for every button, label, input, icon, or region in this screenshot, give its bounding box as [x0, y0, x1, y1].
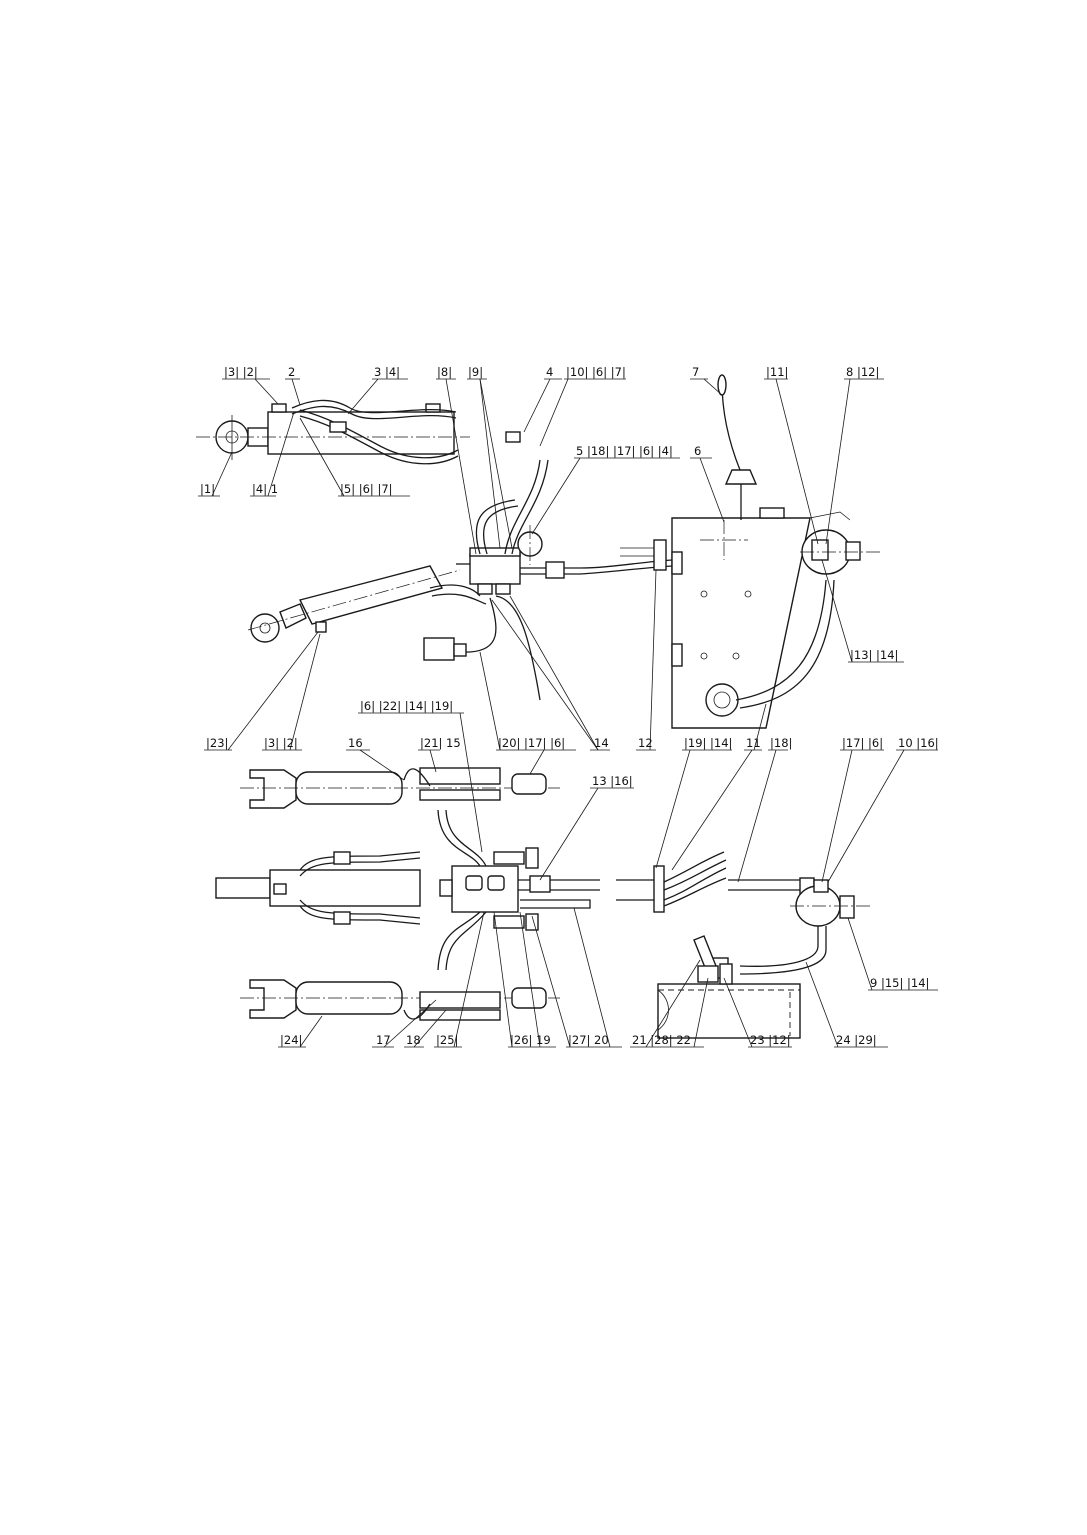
- top-view-assembly: [215, 767, 600, 1021]
- callout-label: 7: [692, 365, 699, 379]
- callout-labels: |3| |2| 2 3 |4| |8| |9| 4 |10| |6| |7| 7…: [200, 365, 939, 1047]
- callout-label: |8|: [437, 365, 452, 379]
- callout-label: |4| 1: [252, 482, 278, 496]
- lower-cylinder: [247, 565, 541, 701]
- callout-label: 21 |28| 22: [632, 1033, 691, 1047]
- callout-label: |9|: [468, 365, 483, 379]
- callout-label: 6: [694, 444, 701, 458]
- upper-cylinder: [196, 399, 521, 465]
- callout-label: |3| |2|: [264, 736, 298, 750]
- callout-label: |1|: [200, 482, 215, 496]
- callout-label: 9 |15| |14|: [870, 976, 929, 990]
- callout-label: 17: [376, 1033, 391, 1047]
- callout-label: |13| |14|: [850, 648, 898, 662]
- callout-label: |17| |6|: [842, 736, 883, 750]
- callout-label: 4: [546, 365, 553, 379]
- callout-label: |3| |2|: [224, 365, 258, 379]
- callout-label: |6| |22| |14| |19|: [360, 699, 453, 713]
- lower-right-assembly: [616, 851, 870, 1039]
- callout-label: 16: [348, 736, 363, 750]
- callout-label: 23 |12|: [750, 1033, 791, 1047]
- callout-leaders: [198, 378, 938, 1048]
- callout-label: 18: [406, 1033, 421, 1047]
- callout-label: 13 |16|: [592, 774, 633, 788]
- callout-label: 11: [746, 736, 761, 750]
- callout-label: |19| |14|: [684, 736, 732, 750]
- callout-label: |5| |6| |7|: [340, 482, 393, 496]
- callout-label: |20| |17| |6|: [498, 736, 565, 750]
- callout-label: 10 |16|: [898, 736, 939, 750]
- callout-label: 5 |18| |17| |6| |4|: [576, 444, 673, 458]
- callout-label: 12: [638, 736, 653, 750]
- callout-label: 8 |12|: [846, 365, 879, 379]
- callout-label: |18|: [770, 736, 792, 750]
- callout-label: 14: [594, 736, 609, 750]
- control-valve: [456, 459, 673, 595]
- callout-label: |21| 15: [420, 736, 461, 750]
- callout-label: |23|: [206, 736, 228, 750]
- callout-label: |10| |6| |7|: [566, 365, 626, 379]
- callout-label: |11|: [766, 365, 788, 379]
- tank-assembly: [620, 374, 880, 729]
- callout-label: 24 |29|: [836, 1033, 877, 1047]
- callout-label: |27| 20: [568, 1033, 609, 1047]
- callout-label: |25|: [436, 1033, 458, 1047]
- callout-label: 3 |4|: [374, 365, 400, 379]
- callout-label: |26| 19: [510, 1033, 551, 1047]
- callout-label: |24|: [280, 1033, 302, 1047]
- callout-label: 2: [288, 365, 295, 379]
